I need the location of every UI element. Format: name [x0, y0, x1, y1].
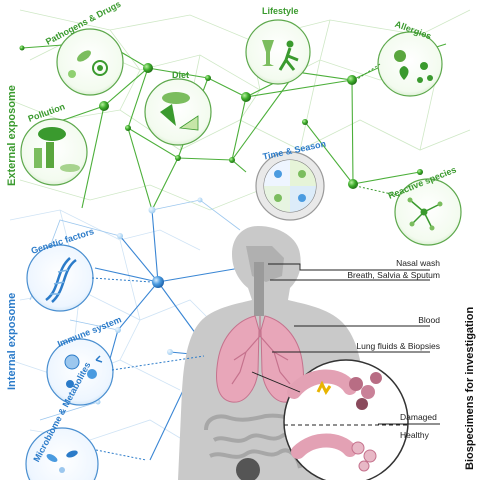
specimen-nasal-wash: Nasal wash	[396, 258, 440, 268]
bubble-title-lifestyle: Lifestyle	[262, 6, 299, 16]
lung-detail-bubble	[283, 359, 409, 480]
bubble-lifestyle	[245, 19, 311, 85]
biospecimens-label: Biospecimens for investigation	[464, 307, 476, 470]
bubble-reactive-species	[394, 178, 462, 246]
green-nodes	[19, 45, 423, 189]
bubble-immune-system	[46, 338, 114, 406]
bubble-connectors	[91, 63, 401, 461]
specimen-lung-fluids-biopsies: Lung fluids & Biopsies	[356, 341, 440, 351]
bubble-time-season	[255, 151, 325, 221]
bubble-diet	[144, 78, 212, 146]
specimen-breath-salvia-sputum: Breath, Salvia & Sputum	[347, 270, 440, 280]
bubble-microbiome-metabolites	[25, 427, 99, 480]
bubble-allergies	[377, 31, 443, 97]
internal-exposome-label: Internal exposome	[6, 293, 18, 390]
lung-state-healthy: Healthy	[400, 430, 430, 440]
bubble-genetic-factors	[26, 244, 94, 312]
bubble-pollution	[20, 118, 88, 186]
external-exposome-label: External exposome	[6, 85, 18, 186]
lung-state-damaged: Damaged	[400, 412, 437, 422]
specimen-blood: Blood	[418, 315, 440, 325]
specimen-lines	[251, 263, 440, 425]
bubble-pathogens-drugs	[56, 28, 124, 96]
fetus-icon	[236, 458, 260, 480]
bubble-title-diet: Diet	[172, 70, 189, 80]
